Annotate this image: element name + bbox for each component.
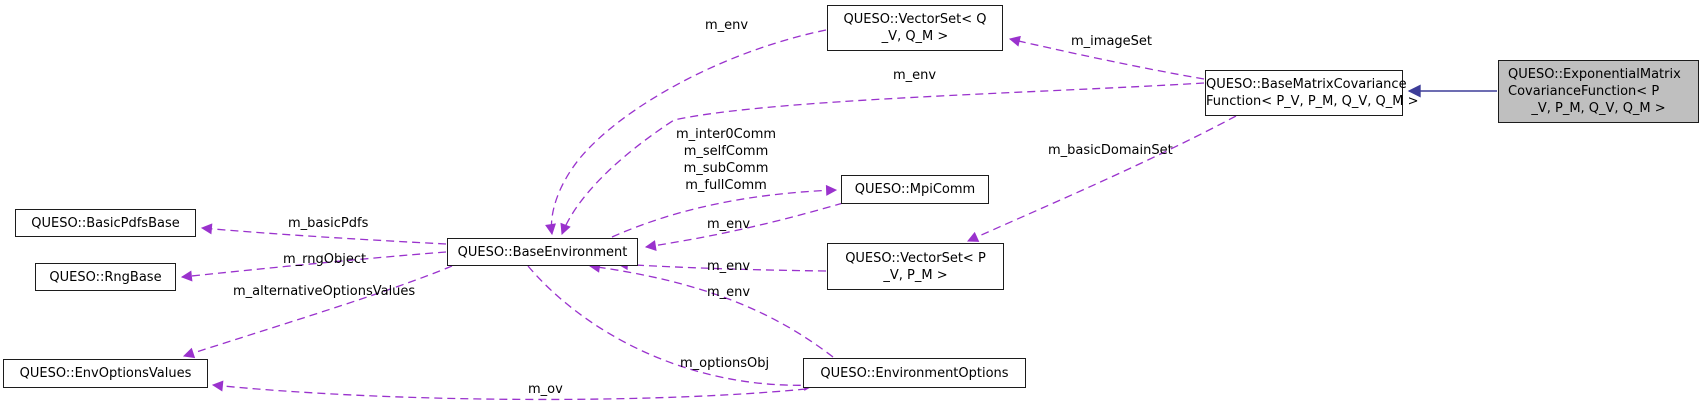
node-rng-base[interactable]: QUESO::RngBase <box>35 263 176 291</box>
edge-m-basic-domain-set <box>966 115 1237 242</box>
node-base-environment[interactable]: QUESO::BaseEnvironment <box>447 238 638 266</box>
edge-label-m-ov: m_ov <box>528 382 563 397</box>
edge-environment-options-m-env <box>588 261 834 358</box>
edge-label-m-env-vector-set-p: m_env <box>707 259 751 274</box>
node-env-options-values[interactable]: QUESO::EnvOptionsValues <box>3 359 208 388</box>
node-mpi-comm[interactable]: QUESO::MpiComm <box>841 175 989 204</box>
edge-m-rng-object <box>180 251 447 282</box>
node-label: _V, P_M > <box>883 267 948 283</box>
edge-label-m-options-obj: m_optionsObj <box>680 356 770 371</box>
node-label: QUESO::BasicPdfsBase <box>31 215 180 231</box>
node-vector-set-q[interactable]: QUESO::VectorSet< Q _V, Q_M > <box>827 5 1003 51</box>
node-exponential-matrix-covariance-function: QUESO::ExponentialMatrix CovarianceFunct… <box>1498 60 1699 123</box>
edge-m-alternative-options-values <box>182 265 453 359</box>
node-label: _V, P_M, Q_V, Q_M > <box>1531 101 1666 116</box>
node-label: CovarianceFunction< P <box>1508 84 1660 99</box>
node-label: QUESO::EnvironmentOptions <box>820 365 1009 381</box>
edge-label-m-basic-pdfs: m_basicPdfs <box>288 216 369 231</box>
edge-label-m-env-environment-options: m_env <box>707 285 751 300</box>
edge-vector-set-q-m-env <box>545 29 827 236</box>
edge-label-m-alternative-options-values: m_alternativeOptionsValues <box>233 284 416 299</box>
edge-label-m-rng-object: m_rngObject <box>283 252 367 267</box>
node-label: QUESO::BaseMatrixCovariance <box>1206 77 1407 92</box>
edge-label-m-image-set: m_imageSet <box>1071 34 1153 49</box>
edge-mpi-comm-m-env <box>644 202 844 251</box>
node-label: QUESO::MpiComm <box>854 182 976 197</box>
edge-vector-set-p-m-env <box>616 259 827 272</box>
edge-label-m-fullcomm: m_fullComm <box>685 178 767 193</box>
edge-m-basic-pdfs <box>200 223 447 245</box>
node-label: QUESO::EnvOptionsValues <box>19 366 192 381</box>
edge-label-m-env-mpi-comm: m_env <box>707 217 751 232</box>
node-environment-options[interactable]: QUESO::EnvironmentOptions <box>803 358 1026 388</box>
node-label: QUESO::ExponentialMatrix <box>1508 67 1681 82</box>
edge-m-ov <box>211 380 807 401</box>
node-label: QUESO::BaseEnvironment <box>457 244 628 260</box>
edge-label-m-subcomm: m_subComm <box>683 161 769 176</box>
node-label: QUESO::RngBase <box>49 269 162 285</box>
node-label: Function< P_V, P_M, Q_V, Q_M > <box>1206 94 1419 109</box>
edge-comm-members <box>611 184 838 238</box>
node-label: _V, Q_M > <box>881 29 949 44</box>
edge-label-m-basic-domain-set: m_basicDomainSet <box>1048 143 1173 158</box>
edge-label-m-env-vector-set-q: m_env <box>705 18 749 33</box>
node-label: QUESO::VectorSet< P <box>845 250 986 266</box>
edge-label-comm-members: m_inter0Comm m_selfComm m_subComm m_full… <box>668 126 784 194</box>
edge-label-m-env-base-matrix: m_env <box>893 68 937 83</box>
node-basic-pdfs-base[interactable]: QUESO::BasicPdfsBase <box>15 209 196 237</box>
edge-label-m-inter0comm: m_inter0Comm <box>675 127 777 142</box>
edge-label-m-selfcomm: m_selfComm <box>683 144 769 159</box>
edge-base-matrix-m-env <box>560 82 1205 236</box>
node-label: QUESO::VectorSet< Q <box>843 12 987 27</box>
edge-m-options-obj <box>527 265 816 391</box>
node-vector-set-p[interactable]: QUESO::VectorSet< P _V, P_M > <box>827 243 1004 290</box>
node-base-matrix-covariance-function[interactable]: QUESO::BaseMatrixCovariance Function< P_… <box>1205 70 1419 116</box>
